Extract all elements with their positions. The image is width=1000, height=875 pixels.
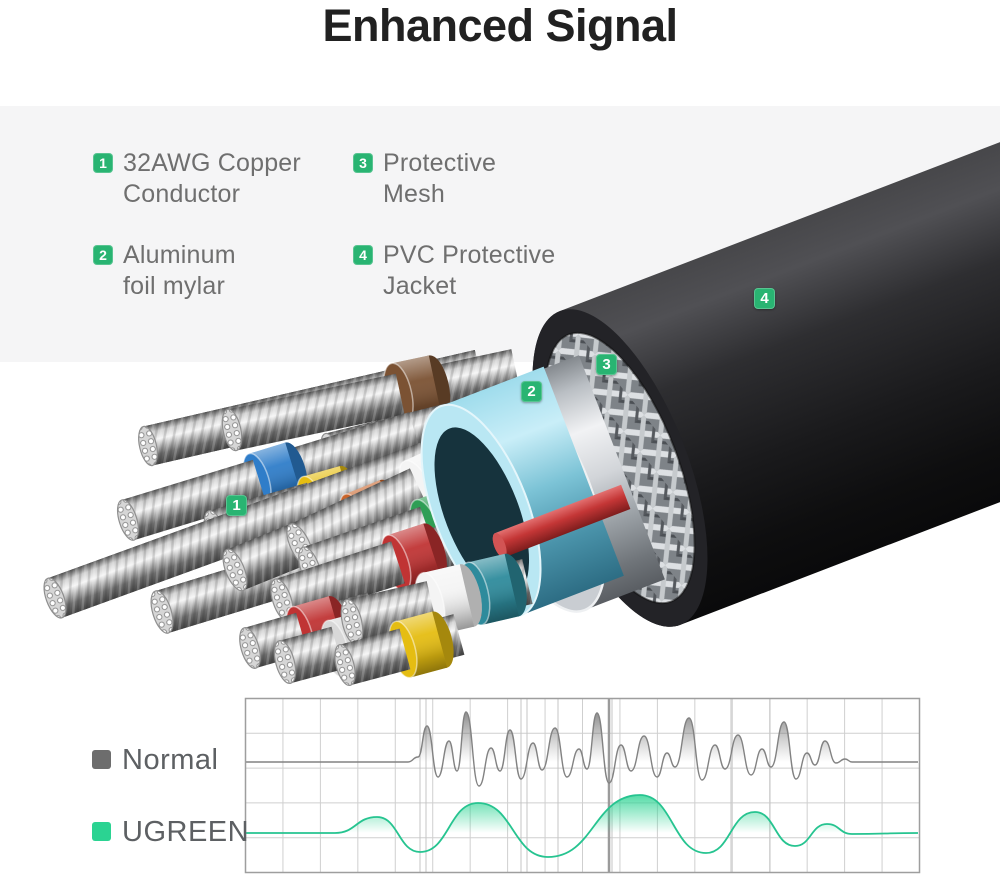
signal-comparison-panel <box>244 697 921 874</box>
callout-marker-3: 3 <box>596 354 617 375</box>
header-band <box>0 106 1000 362</box>
ugreen-swatch <box>92 822 111 841</box>
callout-marker-2: 2 <box>521 381 542 402</box>
feature-label-line1: Aluminum <box>123 241 236 269</box>
feature-badge-4: 4 <box>353 245 373 265</box>
feature-badge-3: 3 <box>353 153 373 173</box>
feature-label-line1: 32AWG Copper <box>123 149 301 177</box>
red-inner-wire <box>492 484 631 558</box>
feature-label-line2: Conductor <box>123 180 241 208</box>
feature-label-line2: foil mylar <box>123 272 226 300</box>
page-title: Enhanced Signal <box>322 0 678 51</box>
feature-label-line2: Jacket <box>383 272 457 300</box>
feature-label-line1: PVC Protective <box>383 241 556 269</box>
copper-wires-back <box>43 349 535 634</box>
feature-badge-1: 1 <box>93 153 113 173</box>
legend-label: UGREEN <box>122 816 250 848</box>
feature-badge-2: 2 <box>93 245 113 265</box>
copper-wires-front <box>239 553 533 687</box>
legend-label: Normal <box>122 744 219 776</box>
normal-swatch <box>92 750 111 769</box>
feature-label-line1: Protective <box>383 149 497 177</box>
aluminum-foil <box>478 355 665 612</box>
callout-marker-1: 1 <box>226 495 247 516</box>
inner-insulation <box>421 366 624 617</box>
callout-marker-4: 4 <box>754 288 775 309</box>
feature-label-line2: Mesh <box>383 180 445 208</box>
